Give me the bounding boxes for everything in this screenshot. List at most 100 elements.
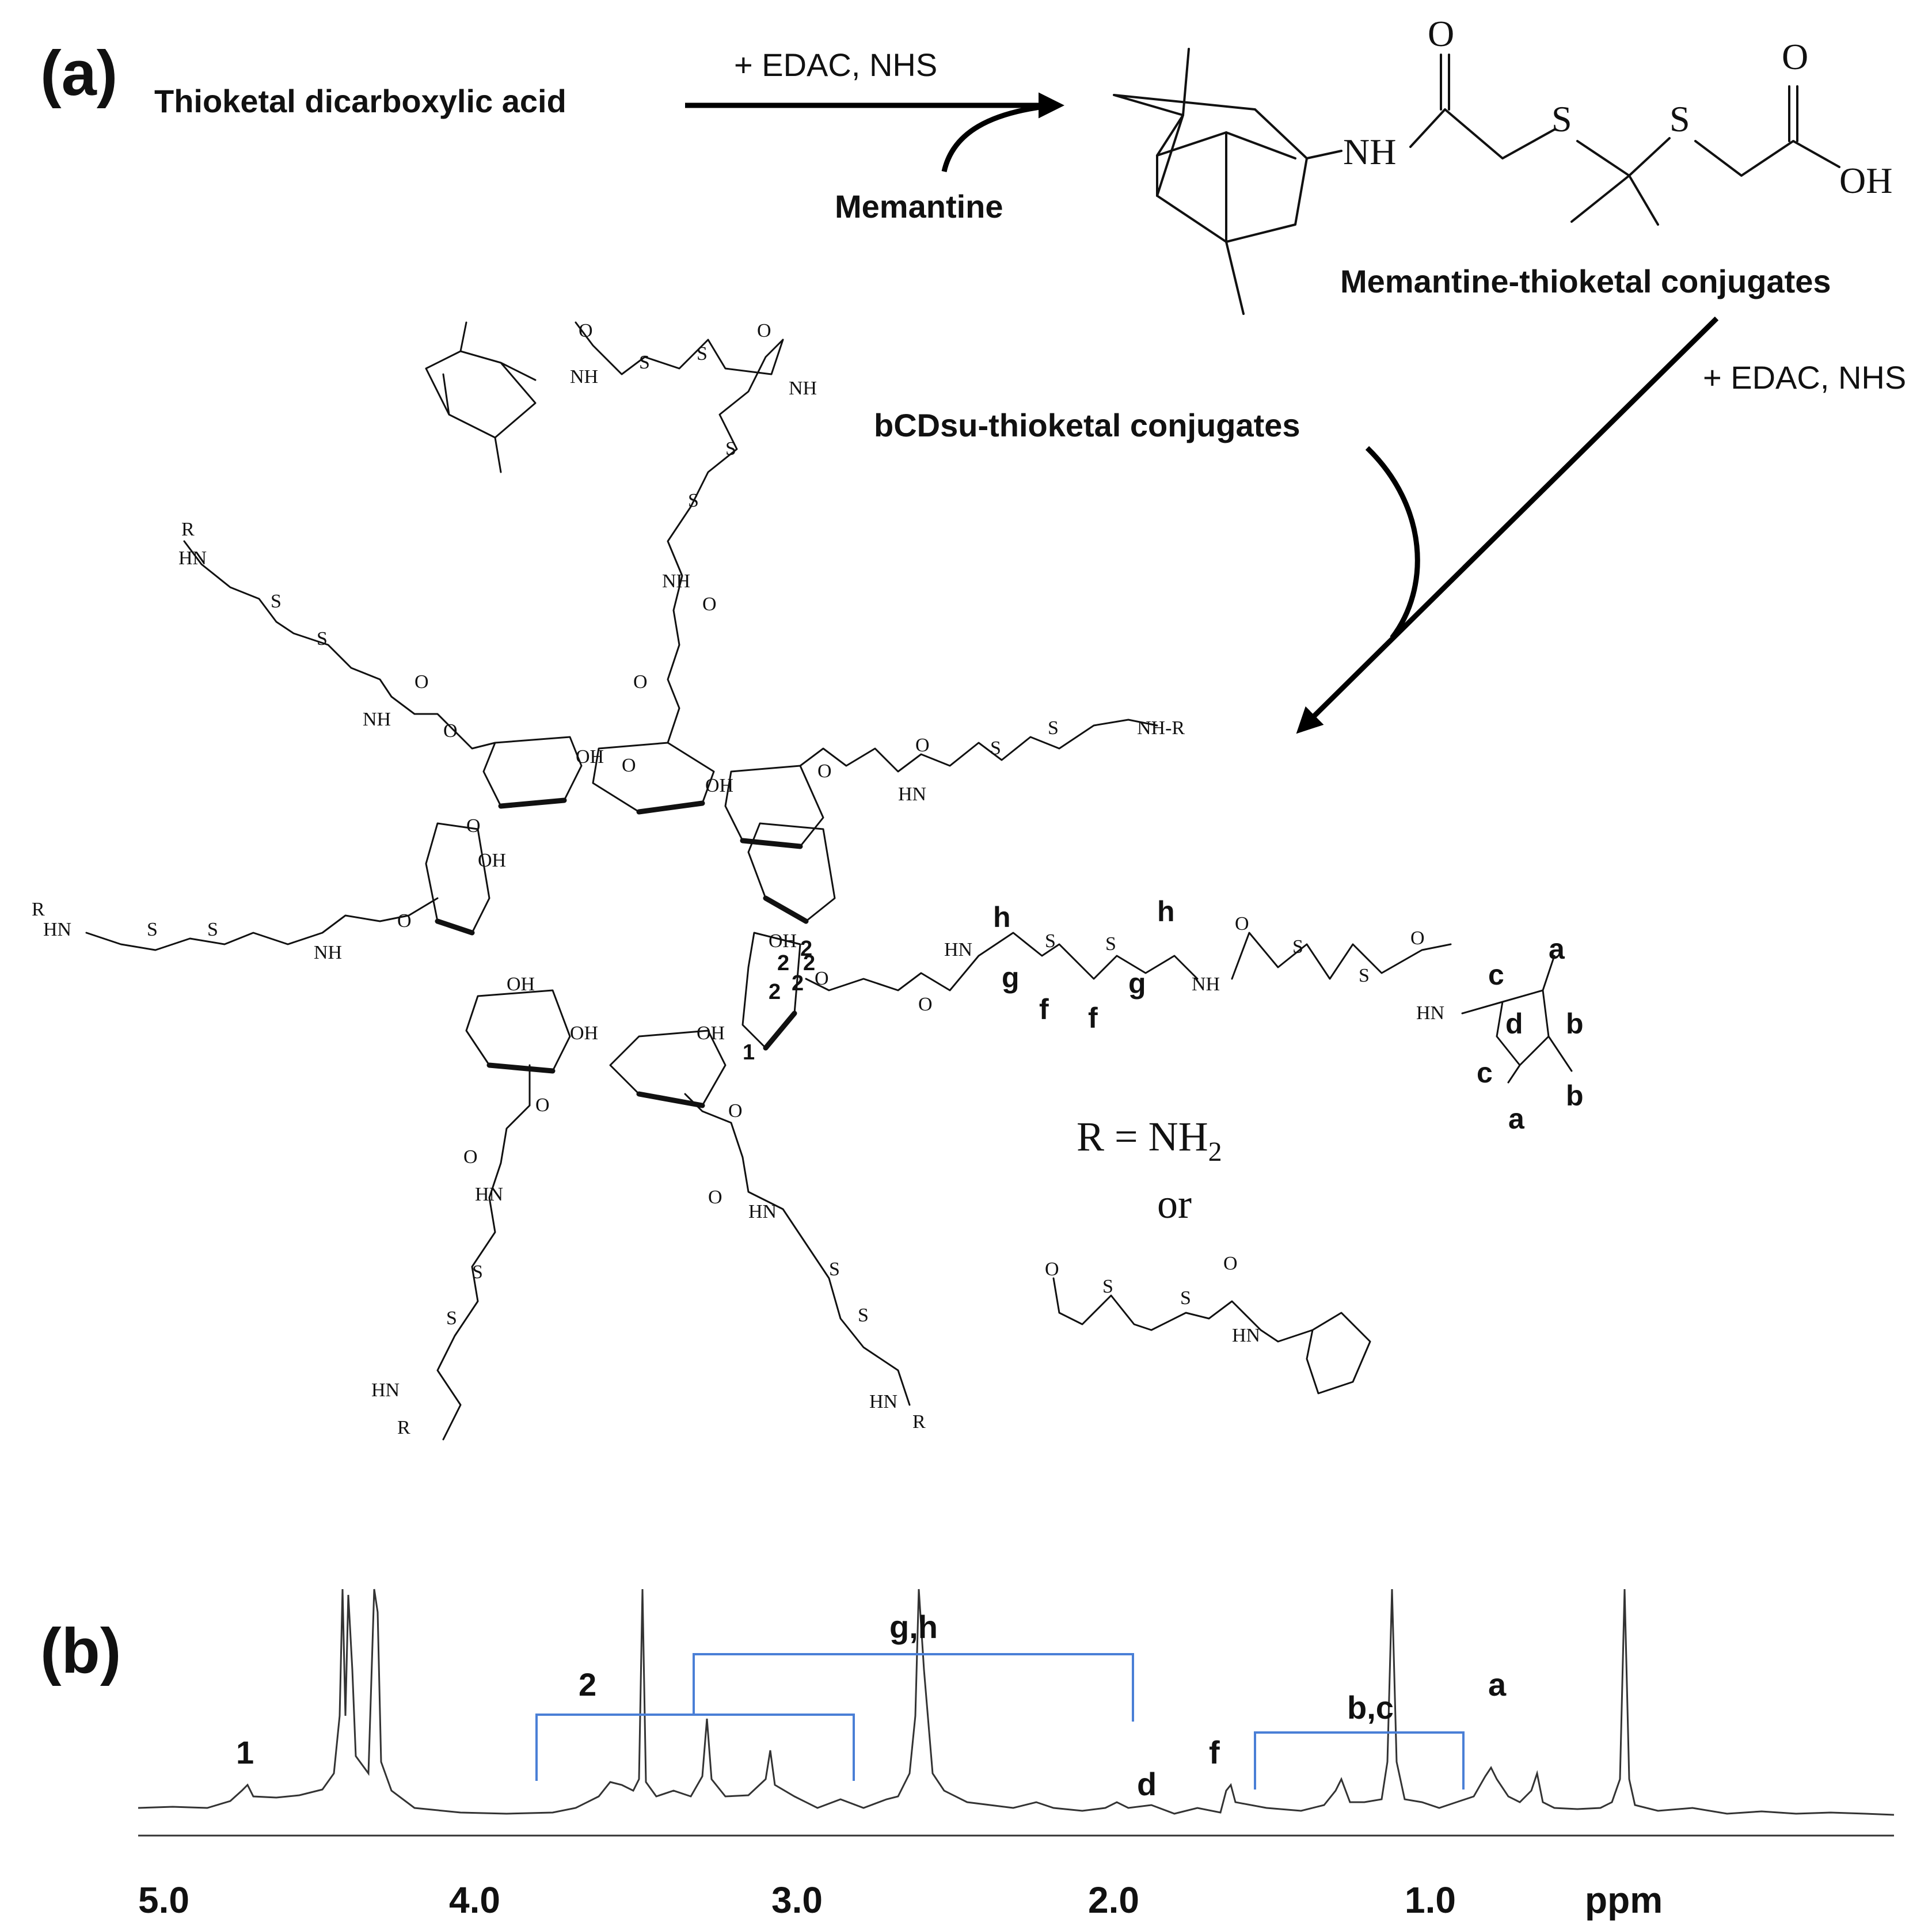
svg-text:O: O [915,735,930,756]
svg-text:O: O [579,320,593,341]
svg-text:S: S [1102,1276,1113,1297]
svg-text:d: d [1505,1008,1523,1040]
memantine-curved-arrow [941,102,1054,172]
arm-lower-right: O O HN S S HN R [684,1093,926,1433]
svg-text:S: S [829,1259,840,1280]
arm-upper-right: O HN O S S NH-R [799,717,1185,805]
svg-text:HN: HN [1416,1002,1444,1024]
svg-text:O: O [817,761,832,782]
svg-text:OH: OH [478,850,506,871]
svg-text:h: h [1157,895,1175,928]
svg-text:OH: OH [1839,160,1892,201]
svg-text:S: S [1669,98,1690,139]
reaction-arrow-2 [1296,316,1719,734]
svg-text:NH: NH [789,378,817,399]
svg-text:S: S [271,591,282,612]
svg-text:HN: HN [748,1201,777,1222]
svg-text:f: f [1039,993,1049,1025]
svg-text:R: R [32,899,45,920]
svg-text:O: O [918,994,933,1015]
svg-text:O: O [708,1187,722,1208]
svg-text:S: S [1180,1287,1191,1309]
peak-label-1: 1 [236,1734,254,1771]
memantine-conj-label: Memantine-thioketal conjugates [1340,263,1831,299]
svg-text:S: S [725,438,736,459]
bcd-curved-arrow [1365,446,1420,640]
svg-text:OH: OH [697,1023,725,1044]
bracket-2 [535,1714,855,1781]
svg-text:O: O [702,594,717,615]
svg-text:O: O [443,720,458,742]
svg-text:O: O [397,910,412,932]
svg-text:HN: HN [178,548,207,569]
svg-text:HN: HN [944,939,972,960]
arm-top: O O NH S S NH O S S NH O [425,320,817,744]
svg-text:OH: OH [705,775,733,796]
svg-text:HN: HN [371,1380,400,1401]
axis-ticks: 5.0 4.0 3.0 2.0 1.0 ppm [138,1879,1663,1921]
svg-text:HN: HN [475,1184,503,1205]
svg-text:S: S [472,1262,483,1283]
svg-text:HN: HN [1232,1325,1260,1346]
svg-text:h: h [993,901,1011,933]
svg-text:R: R [912,1411,926,1433]
svg-text:O: O [1782,36,1808,77]
svg-text:O: O [757,320,771,341]
arm-lower-left: O O HN S S HN R [371,1064,550,1441]
svg-text:2: 2 [769,980,781,1004]
svg-text:S: S [688,490,699,511]
svg-text:HN: HN [898,784,926,805]
svg-text:c: c [1477,1057,1493,1089]
svg-text:O: O [1223,1253,1238,1274]
bracket-bc [1254,1731,1465,1790]
or-label: or [1157,1181,1192,1227]
svg-text:S: S [639,352,650,373]
cyclodextrin-ring: OH O OH OH OH OH OH OH O 2 2 2 2 2 1 [425,736,836,1108]
svg-text:O: O [414,671,429,693]
svg-text:S: S [1105,933,1116,955]
svg-text:NH: NH [662,571,690,592]
svg-text:2: 2 [800,937,812,961]
tick-1: 1.0 [1405,1879,1456,1921]
svg-text:b: b [1566,1008,1584,1040]
svg-text:b: b [1566,1080,1584,1112]
svg-text:NH: NH [570,366,598,387]
reagents-label-1: + EDAC, NHS [734,47,937,83]
peak-label-gh: g,h [889,1609,938,1645]
svg-text:S: S [1048,717,1059,739]
svg-text:2: 2 [803,951,815,975]
peak-label-f: f [1209,1734,1220,1771]
svg-text:OH: OH [769,930,797,952]
svg-text:OH: OH [507,974,535,995]
svg-text:S: S [1045,930,1056,952]
svg-text:2: 2 [777,951,789,975]
svg-text:O: O [463,1146,478,1168]
axis-unit: ppm [1585,1879,1663,1921]
svg-text:NH-R: NH-R [1137,717,1185,739]
svg-text:O: O [633,671,648,693]
peak-label-a: a [1488,1666,1507,1703]
arm-left: O NH S S HN R [32,897,439,963]
r-alternative-structure: O S S O HN [1045,1253,1371,1395]
svg-text:OH: OH [576,746,604,768]
svg-text:g: g [1002,962,1020,994]
bracket-gh [693,1653,1134,1722]
svg-text:O: O [728,1100,743,1122]
svg-text:HN: HN [869,1391,897,1412]
svg-text:S: S [317,628,328,649]
svg-text:S: S [1359,965,1370,986]
svg-text:O: O [815,968,829,989]
svg-text:O: O [1235,913,1249,934]
nmr-spectrum [138,1589,1895,1837]
panel-a-label: (a) [40,38,117,109]
tick-5: 5.0 [138,1879,189,1921]
svg-text:NH: NH [1192,974,1220,995]
assignment-brackets [535,1653,1465,1790]
svg-text:S: S [446,1308,457,1329]
svg-text:R: R [397,1417,410,1438]
svg-text:1: 1 [743,1040,755,1065]
svg-text:O: O [1045,1259,1059,1280]
svg-text:a: a [1549,933,1565,965]
svg-text:O: O [1410,928,1425,949]
svg-text:NH: NH [314,942,342,963]
